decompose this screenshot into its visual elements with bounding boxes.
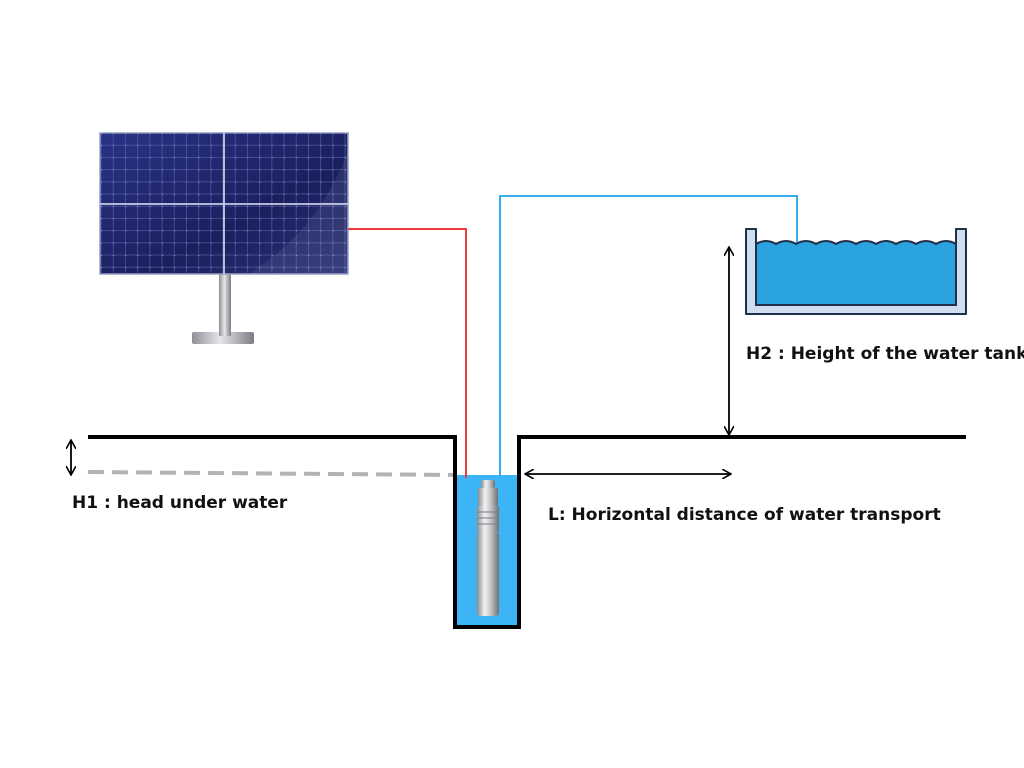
panel-glare: [248, 150, 348, 274]
water-tank-icon: [745, 228, 967, 315]
pump-intake: [477, 506, 499, 532]
pump-cap: [481, 480, 495, 488]
h2-label: H2 : Height of the water tank: [746, 344, 1024, 364]
l-label: L: Horizontal distance of water transpor…: [548, 505, 941, 525]
pump-head: [478, 488, 498, 506]
water-level-line: [87, 470, 457, 477]
submersible-pump-icon: [477, 480, 499, 616]
h1-label: H1 : head under water: [72, 493, 288, 513]
pump-motor: [477, 532, 499, 616]
tank-water: [755, 240, 957, 306]
ground-and-well: [88, 435, 966, 629]
water-pipe: [499, 195, 798, 478]
solar-panel-icon: [99, 132, 349, 344]
panel-base: [192, 332, 254, 344]
power-cable: [348, 228, 467, 478]
panel-pole: [219, 274, 231, 336]
